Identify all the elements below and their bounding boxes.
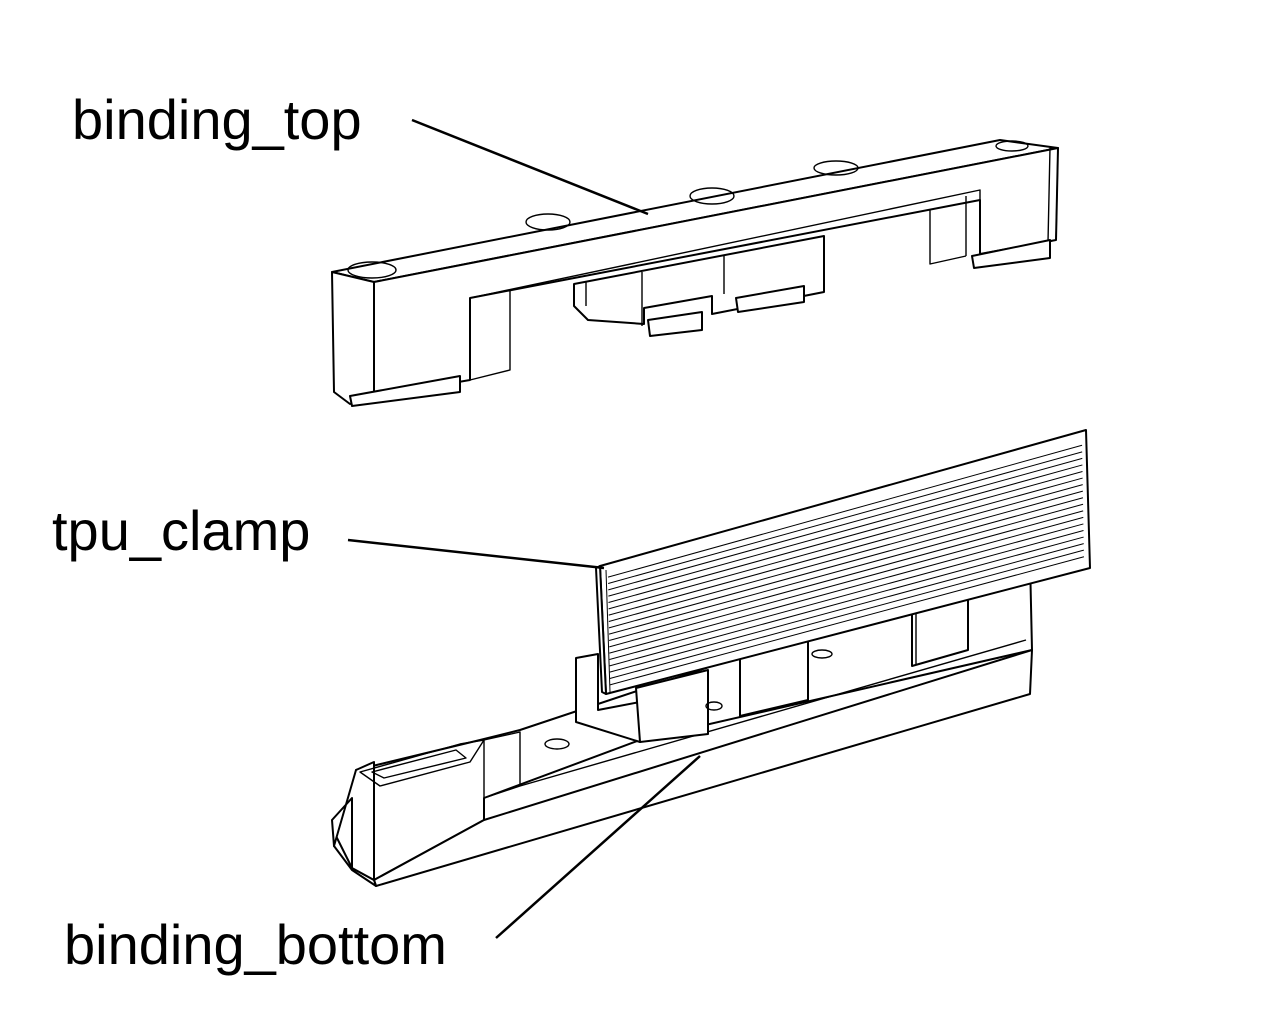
label-binding-top: binding_top	[72, 88, 362, 151]
tpu-clamp-ribs	[605, 444, 1085, 693]
mount-hole-1	[347, 261, 397, 279]
clamp-rib	[609, 530, 1084, 660]
mount-hole-4	[813, 160, 859, 176]
clamp-rib	[609, 549, 1084, 679]
clamp-rib	[608, 497, 1084, 629]
mount-hole-5	[995, 140, 1029, 152]
leader-binding-top	[411, 118, 649, 216]
binding-bottom-part	[331, 559, 1033, 887]
mount-hole-2	[525, 213, 571, 231]
clamp-rib	[608, 477, 1083, 610]
clamp-rib	[609, 543, 1084, 673]
label-binding-bottom: binding_bottom	[64, 913, 447, 976]
leader-binding-bottom	[495, 755, 701, 939]
clamp-rib	[608, 484, 1083, 616]
clamp-rib	[609, 510, 1084, 641]
clamp-rib	[608, 451, 1083, 584]
clamp-rib	[608, 471, 1083, 603]
clamp-rib	[608, 490, 1083, 622]
clamp-rib	[608, 464, 1083, 597]
clamp-rib	[609, 523, 1084, 654]
binding-top-part	[331, 139, 1059, 407]
label-tpu-clamp: tpu_clamp	[52, 499, 311, 562]
tpu-clamp-part	[595, 429, 1091, 695]
clamp-rib	[609, 556, 1085, 686]
clamp-rib	[609, 536, 1084, 667]
clamp-edge	[605, 569, 611, 693]
clamp-rib	[607, 444, 1083, 578]
clamp-rib	[608, 503, 1084, 635]
mount-hole-3	[689, 187, 735, 205]
leader-tpu-clamp	[347, 538, 605, 570]
clamp-rib	[609, 516, 1084, 648]
clamp-rib	[608, 457, 1083, 591]
